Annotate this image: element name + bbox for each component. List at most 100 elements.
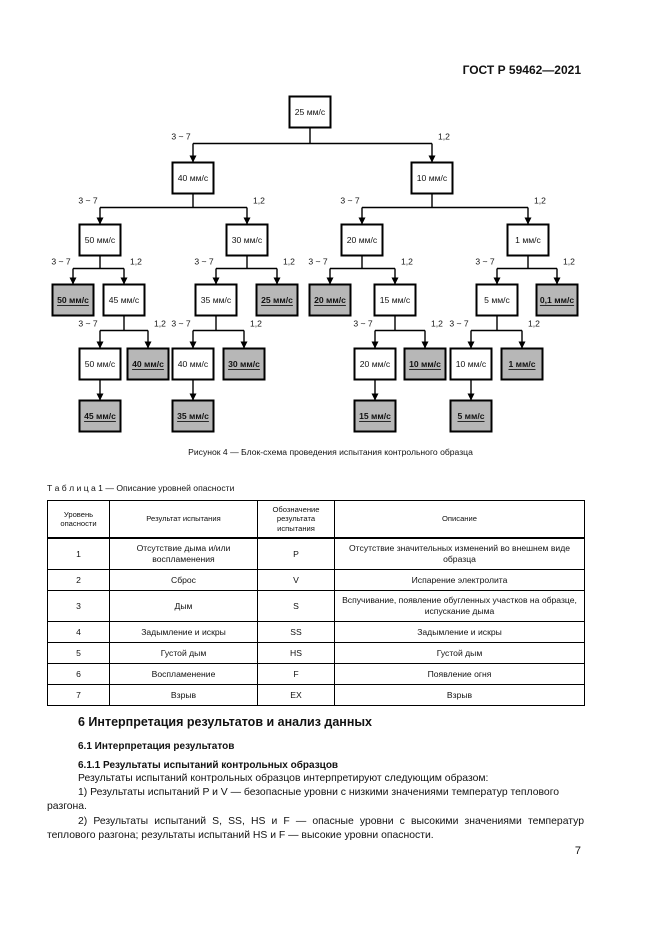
table-header-row: Уровень опасности Результат испытания Об… — [47, 500, 585, 539]
node-label: 40 мм/с — [132, 359, 164, 369]
section-heading: 6 Интерпретация результатов и анализ дан… — [78, 715, 373, 729]
result-node — [126, 347, 170, 381]
edge-label: 3 ~ 7 — [78, 319, 98, 329]
hazard-levels-table: Уровень опасности Результат испытания Об… — [47, 500, 585, 706]
node-label: 10 мм/с — [417, 173, 448, 183]
node-label: 45 мм/с — [109, 295, 140, 305]
flow-node — [78, 347, 122, 381]
edge-label: 1,2 — [130, 257, 142, 267]
paragraph-item-1: 1) Результаты испытаний P и V — безопасн… — [78, 787, 560, 798]
edge-label: 1,2 — [154, 319, 166, 329]
node-label: 30 мм/с — [232, 235, 263, 245]
flowchart: 3 ~ 7 1,2 3 ~ 7 1,2 3 ~ 7 1,2 3 ~ 7 1,2 3 ~ 7 1,2… — [51, 95, 579, 433]
paragraph-intro: Результаты испытаний контрольных образцо… — [78, 773, 489, 784]
flow-node — [449, 347, 493, 381]
cell-description: Испарение электролита — [334, 569, 585, 591]
edge-label: 1,2 — [534, 196, 546, 206]
subsection-heading: 6.1 Интерпретация результатов — [78, 741, 235, 752]
header-level: Уровень опасности — [47, 500, 110, 539]
document-id: ГОСТ Р 59462—2021 — [462, 63, 581, 77]
cell-designation: SS — [257, 621, 335, 643]
flow-node — [102, 283, 146, 317]
node-label: 45 мм/с — [84, 411, 116, 421]
edge-label: 3 ~ 7 — [78, 196, 98, 206]
cell-designation: HS — [257, 642, 335, 664]
header-result: Результат испытания — [109, 500, 258, 539]
cell-description: Отсутствие значительных изменений во вне… — [334, 537, 585, 570]
node-label: 35 мм/с — [177, 411, 209, 421]
result-node — [403, 347, 447, 381]
cell-result: Сброс — [109, 569, 258, 591]
cell-result: Отсутствие дыма и/или воспламенения — [109, 537, 258, 570]
cell-result: Задымление и искры — [109, 621, 258, 643]
edge-label: 1,2 — [438, 132, 450, 142]
flow-node — [353, 347, 397, 381]
flow-node — [171, 347, 215, 381]
node-label: 20 мм/с — [360, 359, 391, 369]
node-label: 20 мм/с — [314, 295, 346, 305]
flow-node — [171, 161, 215, 195]
edge-label: 3 ~ 7 — [353, 319, 373, 329]
edge-label: 1,2 — [401, 257, 413, 267]
table-row: 5 Густой дым HS Густой дым — [47, 642, 585, 664]
figure-caption: Рисунок 4 — Блок-схема проведения испыта… — [188, 447, 473, 457]
header-description: Описание — [334, 500, 585, 539]
edge-label: 3 ~ 7 — [171, 132, 191, 142]
table-row: 7 Взрыв EX Взрыв — [47, 684, 585, 706]
result-node — [353, 399, 397, 433]
cell-description: Вспучивание, появление обугленных участк… — [334, 590, 585, 622]
node-label: 15 мм/с — [380, 295, 411, 305]
node-label: 20 мм/с — [347, 235, 378, 245]
node-label: 50 мм/с — [57, 295, 89, 305]
table-row: 6 Воспламенение F Появление огня — [47, 663, 585, 685]
cell-designation: EX — [257, 684, 335, 706]
node-label: 40 мм/с — [178, 173, 209, 183]
edge-label: 3 ~ 7 — [171, 319, 191, 329]
cell-result: Густой дым — [109, 642, 258, 664]
edge-label: 1,2 — [283, 257, 295, 267]
header-designation: Обозначение результата испытания — [257, 500, 335, 539]
flow-node — [475, 283, 519, 317]
table-row: 3 Дым S Вспучивание, появление обугленны… — [47, 590, 585, 622]
result-node — [222, 347, 266, 381]
cell-result: Воспламенение — [109, 663, 258, 685]
result-node — [500, 347, 544, 381]
paragraph-item-1-cont: разгона. — [47, 801, 87, 812]
subsubsection-heading: 6.1.1 Результаты испытаний контрольных о… — [78, 760, 339, 771]
table-row: 4 Задымление и искры SS Задымление и иск… — [47, 621, 585, 643]
result-node — [255, 283, 299, 317]
result-node — [449, 399, 493, 433]
result-node — [51, 283, 95, 317]
table-row: 2 Сброс V Испарение электролита — [47, 569, 585, 591]
node-label: 0,1 мм/с — [540, 295, 574, 305]
node-label: 50 мм/с — [85, 359, 116, 369]
node-label: 50 мм/с — [85, 235, 116, 245]
cell-level: 6 — [47, 663, 110, 685]
result-node — [535, 283, 579, 317]
edge-label: 3 ~ 7 — [51, 257, 71, 267]
flow-node — [373, 283, 417, 317]
node-label: 10 мм/с — [409, 359, 441, 369]
node-label: 40 мм/с — [178, 359, 209, 369]
result-node — [78, 399, 122, 433]
cell-result: Дым — [109, 590, 258, 622]
node-label: 1 мм/с — [515, 235, 541, 245]
flow-node — [225, 223, 269, 257]
cell-description: Взрыв — [334, 684, 585, 706]
table-caption: Т а б л и ц а 1 — Описание уровней опасн… — [47, 483, 235, 493]
edge-label: 3 ~ 7 — [475, 257, 495, 267]
cell-designation: P — [257, 537, 335, 570]
flow-node — [410, 161, 454, 195]
cell-designation: S — [257, 590, 335, 622]
cell-description: Задымление и искры — [334, 621, 585, 643]
edge-label: 1,2 — [253, 196, 265, 206]
node-label: 30 мм/с — [228, 359, 260, 369]
paragraph-item-2: 2) Результаты испытаний S, SS, HS и F — … — [78, 816, 584, 827]
edge-label: 1,2 — [563, 257, 575, 267]
node-label: 15 мм/с — [359, 411, 391, 421]
result-node — [171, 399, 215, 433]
cell-description: Появление огня — [334, 663, 585, 685]
cell-level: 3 — [47, 590, 110, 622]
node-label: 1 мм/с — [508, 359, 535, 369]
edge-label: 3 ~ 7 — [449, 319, 469, 329]
